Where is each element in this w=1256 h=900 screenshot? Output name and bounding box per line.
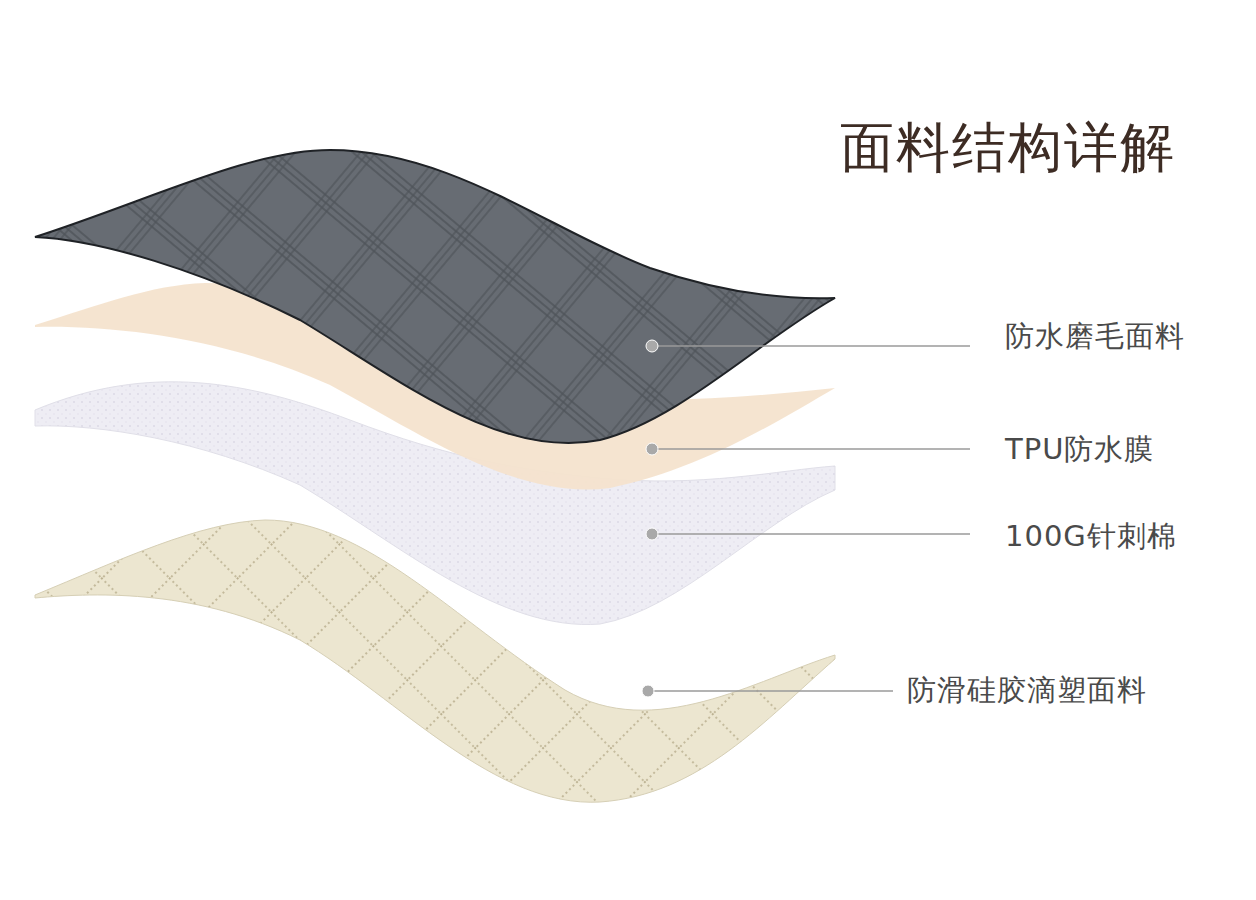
layer-label: 防滑硅胶滴塑面料 [907,670,1147,710]
brushed-layer [35,150,835,443]
layer-label: TPU防水膜 [1005,429,1154,469]
layer-label: 100G针刺棉 [1005,516,1177,556]
layer-label: 防水磨毛面料 [1005,316,1185,356]
leader-lines [648,346,970,691]
diagram-title: 面料结构详解 [840,116,1176,180]
leader-dots [642,340,658,697]
